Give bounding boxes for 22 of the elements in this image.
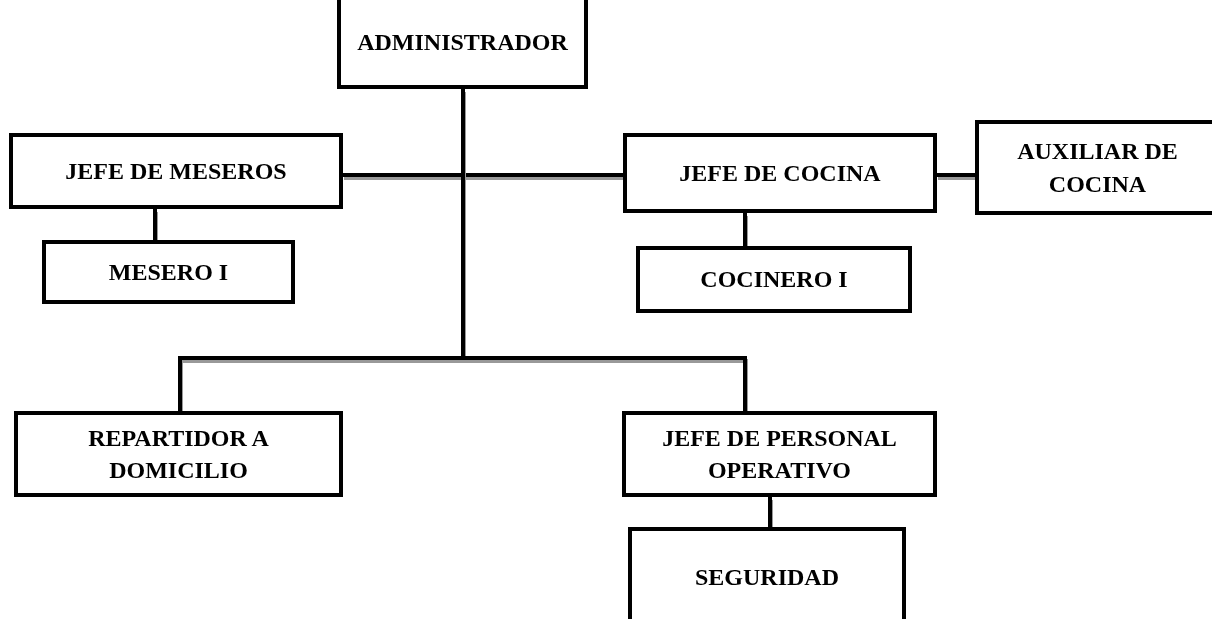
org-chart-box: [14, 411, 343, 497]
org-chart-box: [975, 120, 1212, 215]
connector-line: [937, 173, 975, 177]
role-title: JEFE DE PERSONAL OPERATIVO: [661, 423, 898, 485]
org-chart-box: [636, 246, 912, 313]
org-chart-box: [42, 240, 295, 304]
connector-line: [153, 209, 157, 240]
role-title: JEFE DE MESEROS: [65, 156, 287, 186]
role-title: COCINERO I: [700, 265, 848, 295]
org-chart-box: [9, 133, 343, 209]
role-title: REPARTIDOR A DOMICILIO: [87, 423, 270, 485]
org-chart-box: [623, 133, 937, 213]
org-chart-box: [337, 0, 588, 89]
connector-line: [768, 497, 772, 527]
role-title: JEFE DE COCINA: [679, 158, 881, 188]
role-title: MESERO I: [108, 257, 229, 287]
org-chart-box: [622, 411, 937, 497]
role-title: AUXILIAR DE COCINA: [1016, 137, 1179, 199]
org-chart-box: [628, 527, 906, 619]
connector-line: [743, 213, 747, 246]
role-title: SEGURIDAD: [695, 562, 839, 592]
role-title: ADMINISTRADOR: [357, 28, 568, 58]
